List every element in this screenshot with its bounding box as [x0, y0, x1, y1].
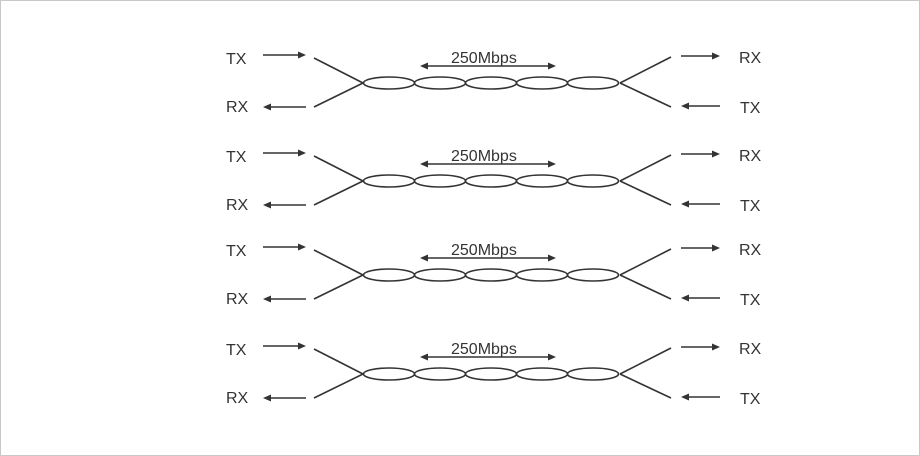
twist-segment-0	[362, 268, 416, 282]
left-bottom-label: RX	[226, 390, 249, 407]
right-top-label: RX	[739, 341, 762, 358]
left-rx-arrow-head	[263, 394, 271, 402]
rate-span-left-head	[420, 160, 428, 168]
right-rx-arrow-head	[712, 244, 720, 252]
right-upper-wire	[619, 248, 672, 276]
left-top-label: TX	[226, 51, 247, 68]
left-bottom-label: RX	[226, 99, 249, 116]
twist-segment-3	[515, 367, 569, 381]
right-rx-arrow-head	[712, 52, 720, 60]
left-lower-wire	[313, 180, 364, 206]
right-bottom-label: TX	[740, 100, 761, 117]
right-top-label: RX	[739, 242, 762, 259]
twist-segment-4	[566, 174, 620, 188]
right-bottom-label: TX	[740, 391, 761, 408]
rate-span-left-head	[420, 353, 428, 361]
right-tx-arrow-head	[681, 102, 689, 110]
pair-1: TX RX RX TX 250Mbps	[226, 148, 762, 215]
twist-segment-4	[566, 367, 620, 381]
right-top-label: RX	[739, 50, 762, 67]
right-top-label: RX	[739, 148, 762, 165]
twist-segment-2	[464, 174, 518, 188]
rate-span-right-head	[548, 254, 556, 262]
twist-segment-3	[515, 268, 569, 282]
pair-0: TX RX RX TX 250Mbps	[226, 50, 762, 117]
left-rx-arrow-head	[263, 201, 271, 209]
right-bottom-label: TX	[740, 292, 761, 309]
right-upper-wire	[619, 56, 672, 84]
twist-segment-2	[464, 76, 518, 90]
left-bottom-label: RX	[226, 291, 249, 308]
left-upper-wire	[313, 249, 364, 276]
left-lower-wire	[313, 274, 364, 300]
rate-span-left-head	[420, 254, 428, 262]
left-top-label: TX	[226, 342, 247, 359]
pair-2: TX RX RX TX 250Mbps	[226, 242, 762, 309]
right-tx-arrow-head	[681, 294, 689, 302]
left-tx-arrow-head	[298, 51, 306, 59]
twist-segment-2	[464, 268, 518, 282]
left-upper-wire	[313, 57, 364, 84]
twist-segment-4	[566, 76, 620, 90]
rate-span-left-head	[420, 62, 428, 70]
rate-span-right-head	[548, 62, 556, 70]
twist-segment-4	[566, 268, 620, 282]
rate-label: 250Mbps	[451, 242, 517, 259]
left-lower-wire	[313, 373, 364, 399]
twist-segment-0	[362, 76, 416, 90]
left-top-label: TX	[226, 243, 247, 260]
left-tx-arrow-head	[298, 149, 306, 157]
right-upper-wire	[619, 154, 672, 182]
rate-label: 250Mbps	[451, 148, 517, 165]
right-rx-arrow-head	[712, 343, 720, 351]
left-upper-wire	[313, 155, 364, 182]
twist-segment-1	[413, 174, 467, 188]
left-upper-wire	[313, 348, 364, 375]
right-upper-wire	[619, 347, 672, 375]
right-tx-arrow-head	[681, 200, 689, 208]
rate-span-right-head	[548, 353, 556, 361]
left-tx-arrow-head	[298, 342, 306, 350]
left-bottom-label: RX	[226, 197, 249, 214]
right-lower-wire	[619, 373, 672, 399]
pair-3: TX RX RX TX 250Mbps	[226, 341, 762, 408]
right-tx-arrow-head	[681, 393, 689, 401]
twist-segment-1	[413, 76, 467, 90]
right-rx-arrow-head	[712, 150, 720, 158]
right-lower-wire	[619, 274, 672, 300]
twist-segment-1	[413, 268, 467, 282]
twist-segment-2	[464, 367, 518, 381]
left-rx-arrow-head	[263, 103, 271, 111]
twist-segment-0	[362, 367, 416, 381]
left-rx-arrow-head	[263, 295, 271, 303]
rate-label: 250Mbps	[451, 50, 517, 67]
twist-segment-3	[515, 174, 569, 188]
twist-segment-0	[362, 174, 416, 188]
right-lower-wire	[619, 180, 672, 206]
right-lower-wire	[619, 82, 672, 108]
twist-segment-1	[413, 367, 467, 381]
left-tx-arrow-head	[298, 243, 306, 251]
rate-label: 250Mbps	[451, 341, 517, 358]
rate-span-right-head	[548, 160, 556, 168]
left-lower-wire	[313, 82, 364, 108]
twist-segment-3	[515, 76, 569, 90]
left-top-label: TX	[226, 149, 247, 166]
right-bottom-label: TX	[740, 198, 761, 215]
